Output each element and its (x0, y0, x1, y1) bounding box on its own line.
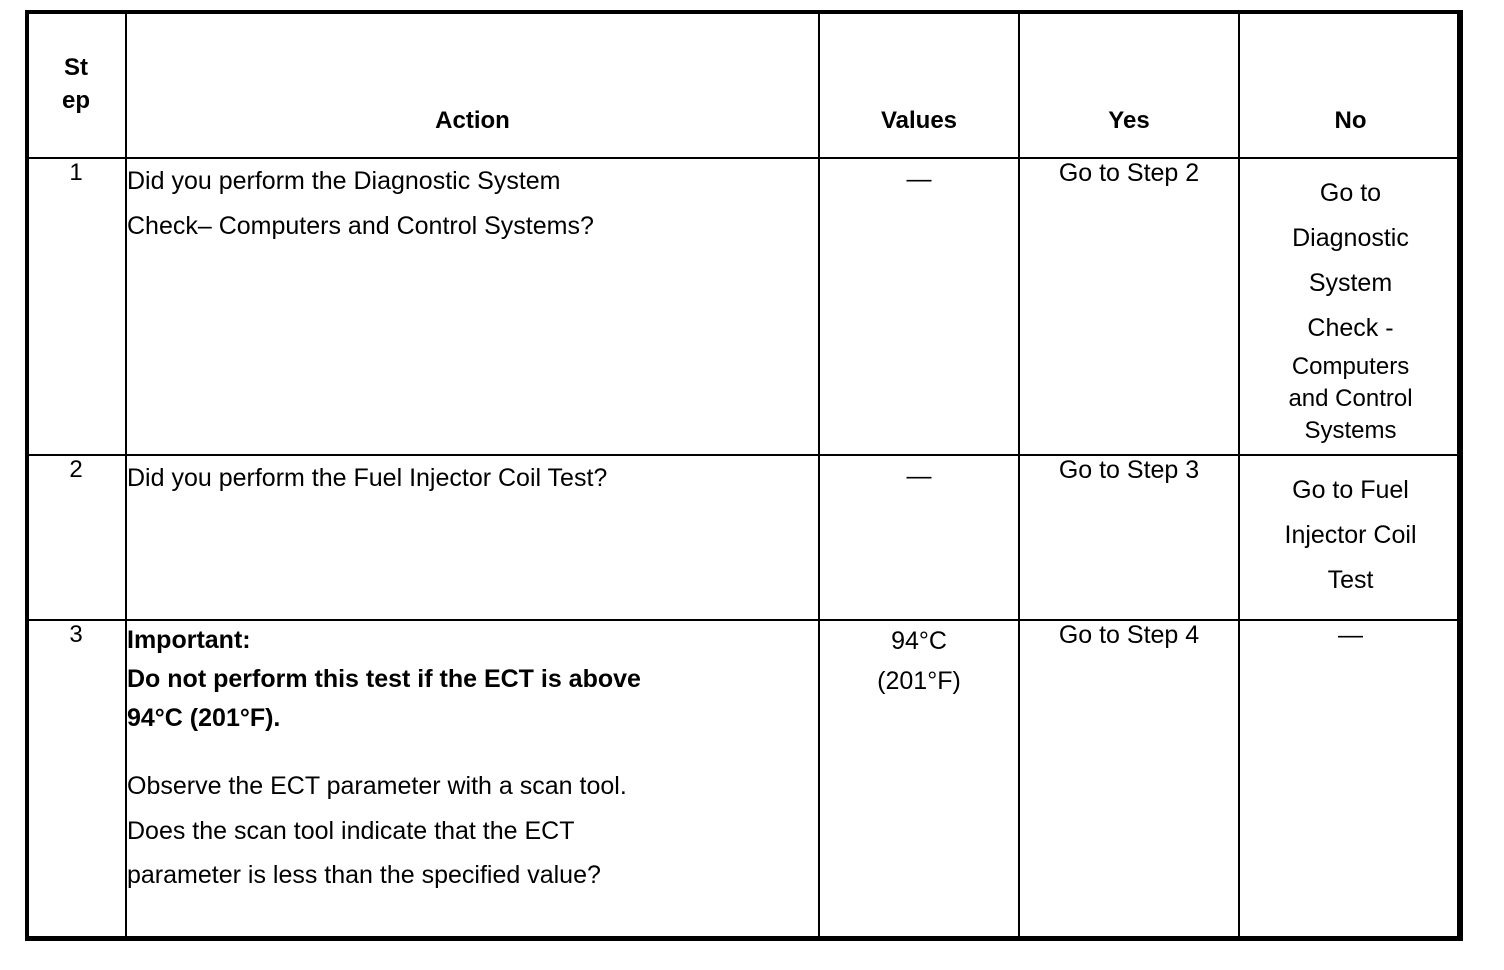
column-header-step: St ep (25, 10, 127, 159)
action-cell: Important: Do not perform this test if t… (125, 619, 820, 941)
no-text-line: Systems (1304, 417, 1397, 444)
no-text-line: System (1308, 269, 1393, 297)
no-text-line: Go to (1319, 179, 1382, 207)
column-header-values-label: Values (880, 107, 958, 134)
column-header-values: Values (818, 10, 1020, 159)
no-text-line: Injector Coil (1284, 521, 1417, 549)
column-header-no-label: No (1334, 107, 1367, 134)
column-header-action-label: Action (435, 107, 510, 134)
column-header-no: No (1238, 10, 1463, 159)
values-cell: 94°C (201°F) (818, 619, 1020, 941)
column-header-step-line2: ep (61, 86, 90, 114)
table-row: 3 Important: Do not perform this test if… (25, 619, 1463, 941)
action-line: parameter is less than the specified val… (127, 861, 601, 889)
column-header-action: Action (125, 10, 820, 159)
action-line: Check– Computers and Control Systems? (127, 211, 594, 240)
yes-cell: Go to Step 2 (1018, 157, 1240, 456)
yes-text: Go to Step 4 (1058, 621, 1200, 649)
values-text-line: 94°C (891, 627, 947, 655)
yes-cell: Go to Step 4 (1018, 619, 1240, 941)
column-header-step-line1: St (63, 54, 88, 82)
no-text-line: Computers (1291, 353, 1410, 380)
yes-text: Go to Step 2 (1058, 159, 1200, 187)
values-cell: — (818, 454, 1020, 621)
step-number-cell: 1 (25, 157, 127, 456)
no-text-line: and Control (1288, 385, 1413, 412)
yes-cell: Go to Step 3 (1018, 454, 1240, 621)
diagnostic-procedure-table: St ep Action Values (25, 10, 1463, 941)
step-number: 3 (69, 621, 83, 648)
no-text-line: Test (1327, 566, 1374, 594)
yes-text: Go to Step 3 (1058, 456, 1200, 484)
action-line: Does the scan tool indicate that the ECT (127, 816, 575, 845)
action-important-line: 94°C (201°F). (127, 704, 281, 732)
step-number-cell: 2 (25, 454, 127, 621)
spacer (127, 738, 818, 764)
no-cell: Go to Fuel Injector Coil Test (1238, 454, 1463, 621)
values-text: — (906, 462, 932, 490)
action-cell: Did you perform the Fuel Injector Coil T… (125, 454, 820, 621)
no-text-line: Check - (1307, 314, 1394, 342)
action-cell: Did you perform the Diagnostic System Ch… (125, 157, 820, 456)
column-header-yes: Yes (1018, 10, 1240, 159)
values-cell: — (818, 157, 1020, 456)
action-line: Did you perform the Diagnostic System (127, 167, 561, 195)
table-row: 2 Did you perform the Fuel Injector Coil… (25, 454, 1463, 621)
action-line: Observe the ECT parameter with a scan to… (127, 772, 627, 800)
action-important-line: Do not perform this test if the ECT is a… (127, 665, 641, 693)
step-number: 1 (69, 159, 83, 186)
values-text: — (906, 165, 932, 193)
no-text-line: Diagnostic (1292, 224, 1409, 252)
action-line: Did you perform the Fuel Injector Coil T… (127, 464, 608, 492)
table-row: 1 Did you perform the Diagnostic System … (25, 157, 1463, 456)
no-cell: — (1238, 619, 1463, 941)
no-cell: Go to Diagnostic System Check - Computer… (1238, 157, 1463, 456)
step-number: 2 (69, 456, 83, 483)
column-header-yes-label: Yes (1108, 107, 1150, 134)
table-header-row: St ep Action Values (25, 10, 1463, 159)
no-text: — (1338, 621, 1363, 649)
no-text-line: Go to Fuel (1292, 476, 1409, 504)
step-number-cell: 3 (25, 619, 127, 941)
values-text-line: (201°F) (877, 667, 961, 695)
action-important-label: Important: (127, 626, 251, 654)
